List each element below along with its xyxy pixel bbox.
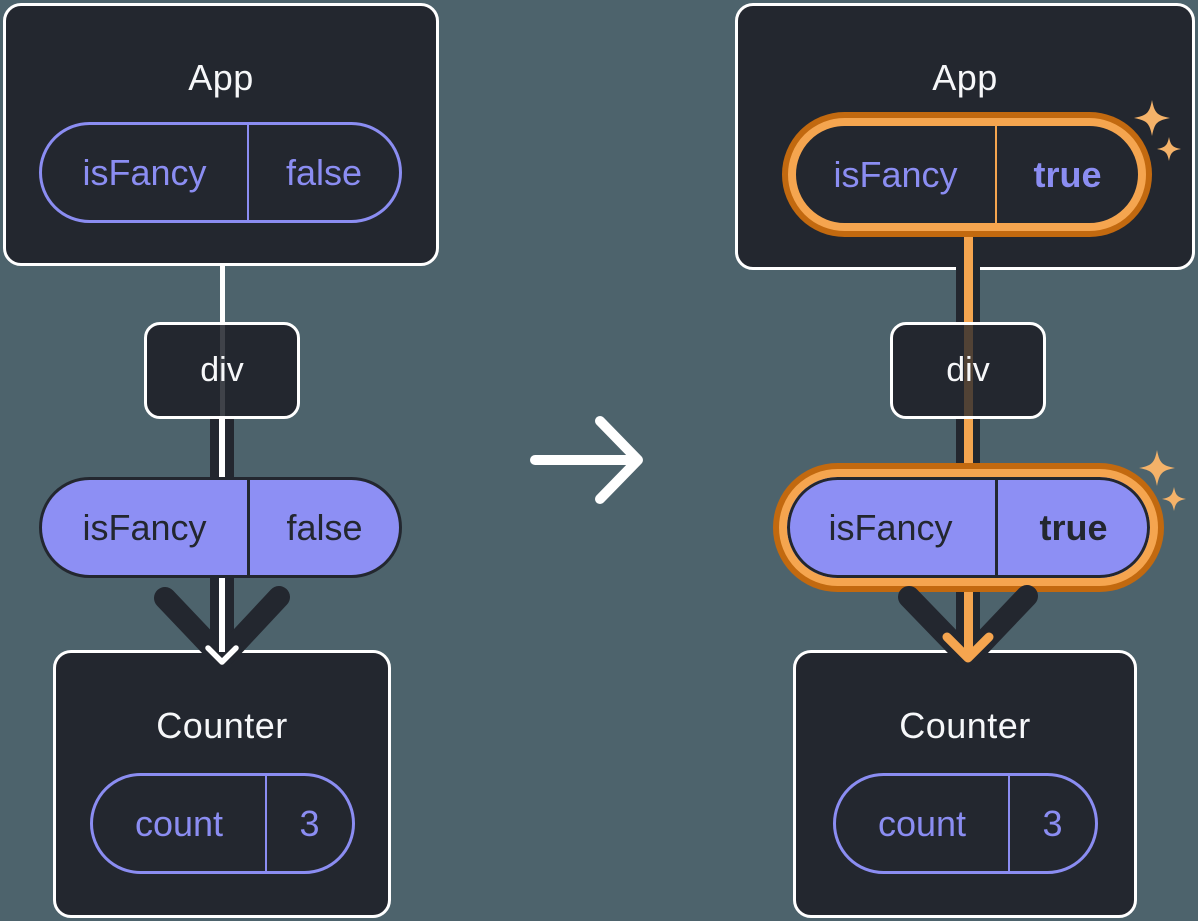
prop-flow-line-core [219,419,225,481]
prop-flow-ghost-line [219,325,225,416]
prop-name: isFancy [42,480,250,575]
prop-flow-line-core [963,419,973,481]
arrowhead-icon [942,632,994,663]
passed-prop-pill-after: isFancy true [778,469,1158,586]
prop-name: isFancy [796,126,997,223]
sparkle-icon [1134,100,1181,161]
state-name: count [836,776,1010,871]
prop-flow-line-core [219,578,225,652]
div-label: div [946,351,990,389]
prop-name: isFancy [42,125,249,220]
arrow-chevron-icon [154,586,290,669]
arrowhead-icon [205,645,239,665]
app-prop-pill-after: isFancy true [788,118,1146,231]
app-title: App [188,57,254,98]
app-title: App [932,57,998,98]
transition-arrow-icon [530,416,643,504]
prop-value: true [1033,153,1102,195]
prop-value: true [1039,506,1108,548]
render-edge-app-div [219,266,225,324]
sparkle-icon [1139,450,1186,511]
state-value: 3 [299,802,320,844]
state-name: count [93,776,267,871]
prop-name: isFancy [787,477,998,578]
counter-title: Counter [899,705,1031,746]
prop-value: false [285,151,363,193]
prop-value: false [286,506,363,548]
counter-state-pill-after: count 3 [833,773,1098,874]
app-prop-pill-before: isFancy false [39,122,402,223]
div-node-after: div [890,322,1046,419]
div-node-before: div [144,322,300,419]
div-label: div [200,351,244,389]
prop-flow-ghost-line [963,325,973,416]
passed-prop-pill-before: isFancy false [39,477,402,578]
prop-flow-line-core [963,237,973,322]
state-value: 3 [1042,802,1063,844]
prop-flow-line-core [963,592,973,656]
counter-state-pill-before: count 3 [90,773,355,874]
counter-title: Counter [156,705,288,746]
